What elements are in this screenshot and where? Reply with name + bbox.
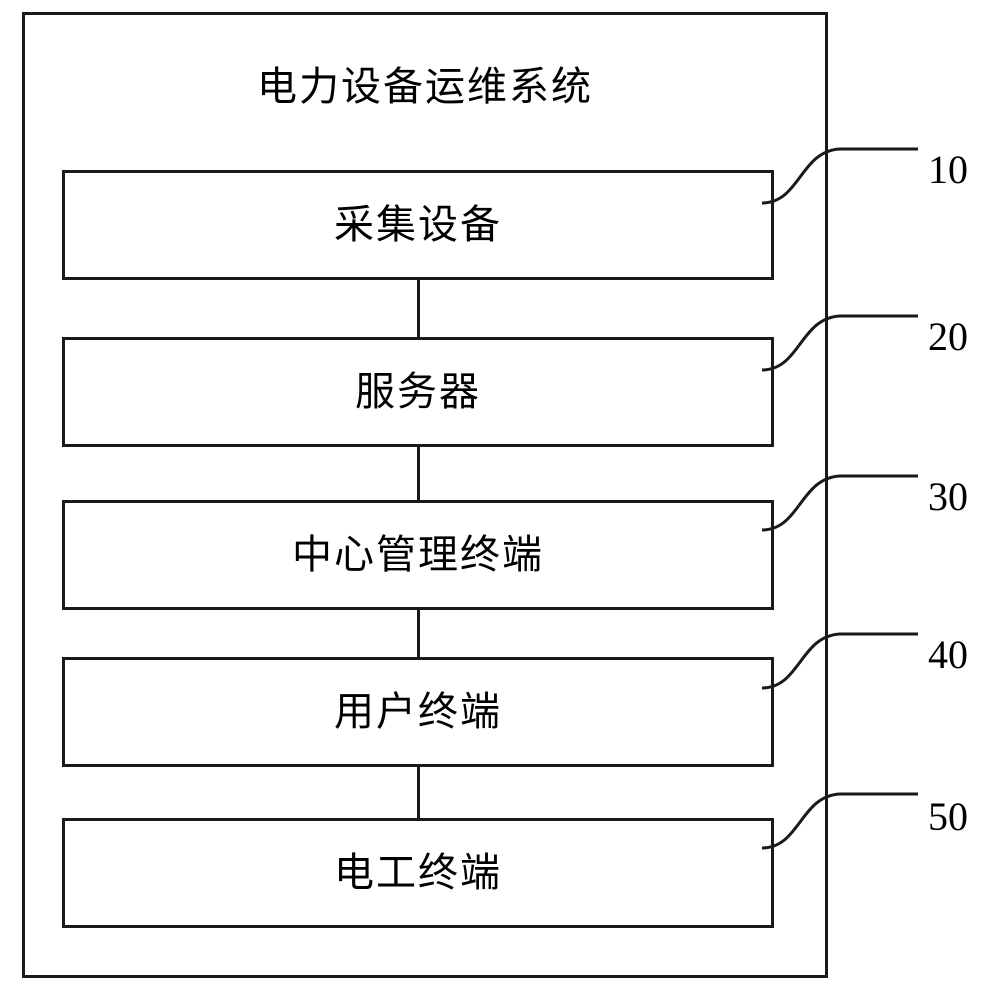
reference-numeral-10: 10	[928, 147, 968, 192]
module-label: 电工终端	[334, 850, 502, 895]
reference-numeral-40: 40	[928, 632, 968, 677]
module-box-electrician-terminal: 电工终端	[62, 818, 774, 928]
module-box-collection-device: 采集设备	[62, 170, 774, 280]
module-box-center-management-terminal: 中心管理终端	[62, 500, 774, 610]
reference-numeral-20: 20	[928, 314, 968, 359]
module-label: 用户终端	[334, 689, 502, 734]
module-box-user-terminal: 用户终端	[62, 657, 774, 767]
module-label: 采集设备	[334, 202, 502, 247]
connector-line-4	[417, 767, 420, 818]
module-label: 服务器	[355, 369, 481, 414]
connector-line-1	[417, 280, 420, 337]
reference-numeral-50: 50	[928, 794, 968, 839]
connector-line-2	[417, 447, 420, 500]
module-box-server: 服务器	[62, 337, 774, 447]
connector-line-3	[417, 610, 420, 657]
system-title: 电力设备运维系统	[257, 64, 593, 109]
reference-numeral-30: 30	[928, 474, 968, 519]
module-label: 中心管理终端	[292, 532, 544, 577]
